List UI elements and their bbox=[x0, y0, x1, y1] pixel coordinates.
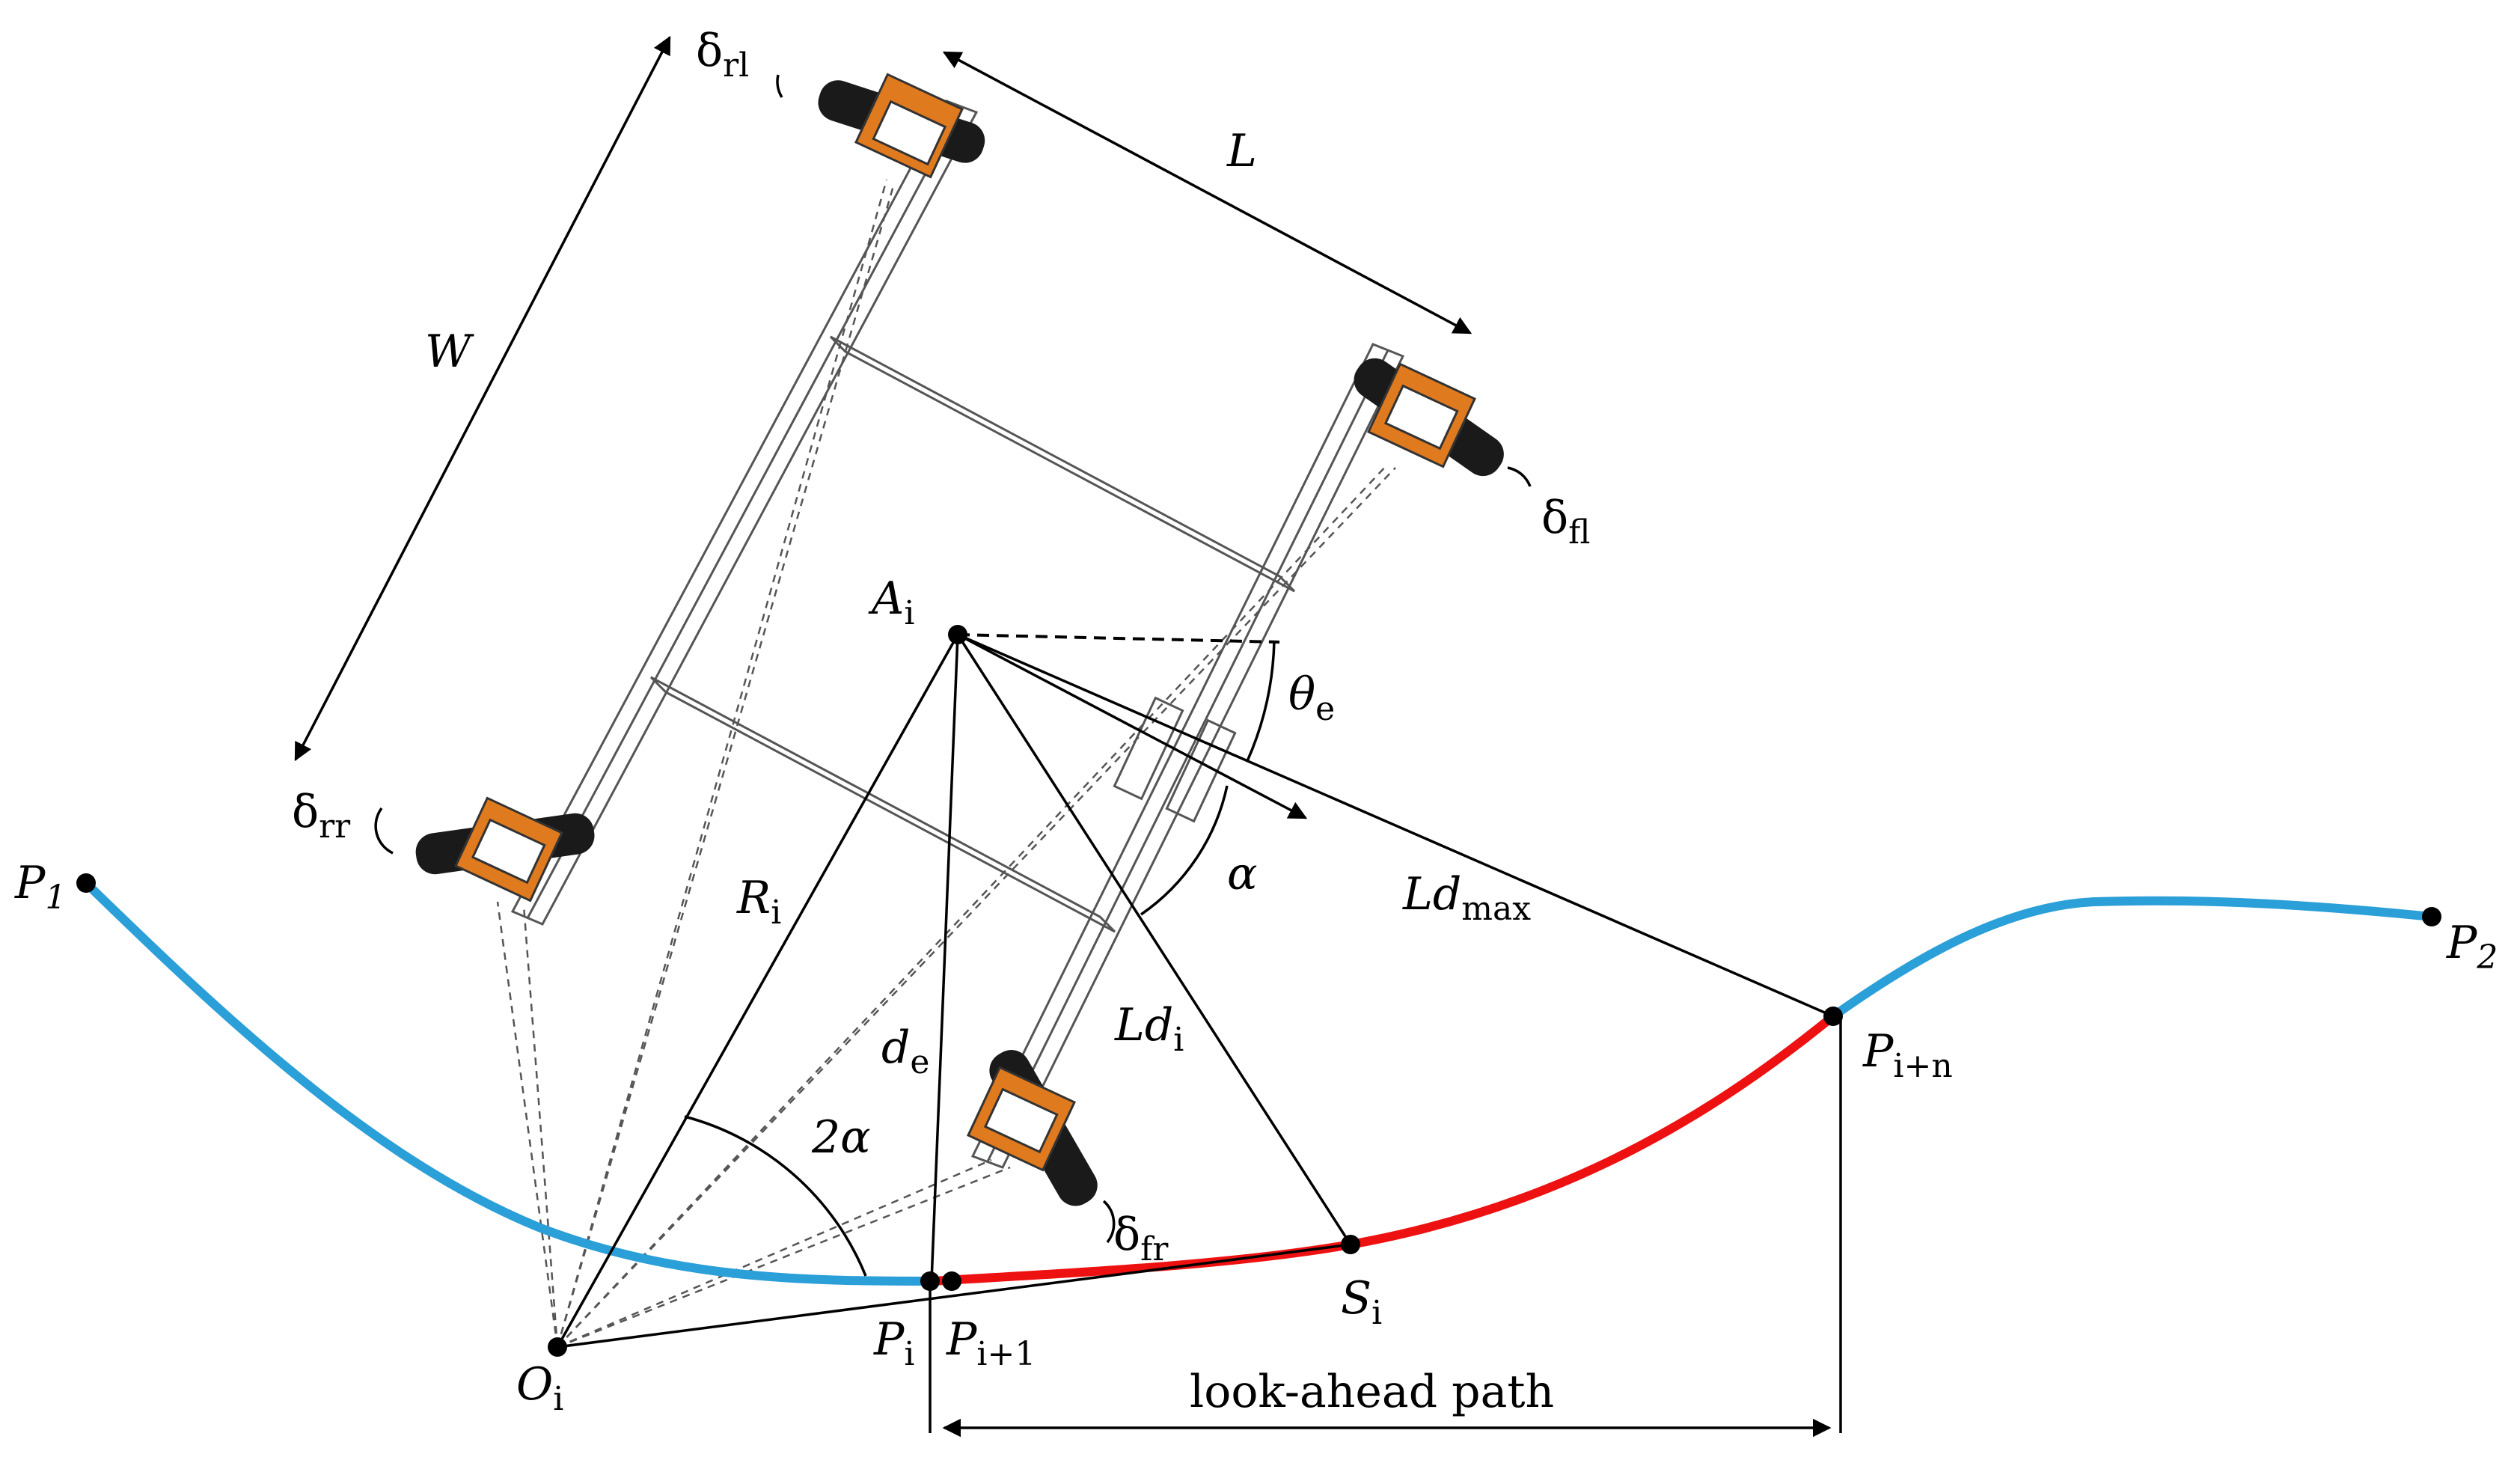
label-Ldi: Ldi bbox=[1114, 999, 1184, 1059]
path-blue-end bbox=[1829, 896, 2436, 1021]
label-Oi: Oi bbox=[516, 1358, 563, 1418]
arc-delta-fl bbox=[1507, 466, 1532, 487]
label-delta-rr: δrr bbox=[292, 786, 351, 846]
point-P2 bbox=[2422, 907, 2441, 926]
label-delta-rl: δrl bbox=[696, 25, 749, 85]
point-P1 bbox=[76, 873, 96, 893]
wheel-rear-left bbox=[818, 73, 985, 179]
line-O-S bbox=[557, 1243, 1351, 1349]
label-alpha: α bbox=[1227, 848, 1258, 900]
label-theta-e: θe bbox=[1288, 668, 1335, 728]
labels: P1 P2 Pi Pi+1 Pi+n Si Oi Ai Ri de Ldi Ld… bbox=[14, 25, 2498, 1418]
label-L: L bbox=[1226, 125, 1257, 177]
arc-2alpha bbox=[684, 1115, 867, 1277]
label-Pi1: Pi+1 bbox=[946, 1313, 1036, 1373]
dim-W bbox=[294, 35, 671, 762]
points bbox=[76, 625, 2441, 1357]
point-Pi bbox=[920, 1271, 940, 1291]
wheel-front-right bbox=[967, 1050, 1098, 1206]
line-radius bbox=[556, 634, 959, 1348]
point-Oi bbox=[548, 1337, 567, 1357]
label-Pi: Pi bbox=[873, 1313, 914, 1373]
label-Ldmax: Ldmax bbox=[1402, 868, 1531, 928]
label-look-ahead-path: look-ahead path bbox=[1190, 1366, 1554, 1418]
wheel-front-left bbox=[1354, 358, 1504, 477]
arc-delta-fr bbox=[1102, 1200, 1116, 1244]
label-2alpha: 2α bbox=[811, 1111, 871, 1164]
dim-L bbox=[942, 51, 1472, 335]
wheel-rear-right bbox=[415, 796, 595, 903]
path-blue-start bbox=[82, 879, 936, 1286]
label-de: de bbox=[881, 1021, 929, 1081]
label-P1: P1 bbox=[14, 857, 66, 917]
arc-delta-rr bbox=[374, 807, 394, 855]
label-Ai: Ai bbox=[868, 572, 914, 632]
line-Ldmax bbox=[957, 633, 1834, 1018]
point-Pi1 bbox=[942, 1271, 961, 1291]
line-Ldi bbox=[956, 634, 1352, 1245]
label-P2: P2 bbox=[2446, 917, 2498, 977]
label-Ri: Ri bbox=[736, 872, 781, 932]
heading-arrow bbox=[957, 633, 1308, 819]
label-W: W bbox=[425, 326, 474, 378]
point-Pin bbox=[1823, 1007, 1843, 1026]
point-Si bbox=[1341, 1235, 1360, 1254]
path-red-lookahead bbox=[927, 1012, 1838, 1286]
arc-theta bbox=[1246, 640, 1276, 762]
arc-alpha bbox=[1140, 785, 1229, 916]
point-Ai bbox=[948, 625, 967, 644]
label-delta-fl: δfl bbox=[1541, 492, 1590, 552]
reference-path bbox=[82, 879, 2436, 1286]
line-de bbox=[930, 634, 959, 1282]
label-Si: Si bbox=[1341, 1272, 1382, 1332]
arc-delta-rl bbox=[776, 74, 783, 98]
label-delta-fr: δfr bbox=[1113, 1209, 1169, 1268]
geometry-lines bbox=[294, 35, 1842, 1438]
dashed-construction-lines bbox=[496, 179, 1396, 1349]
label-Pin: Pi+n bbox=[1862, 1025, 1953, 1085]
